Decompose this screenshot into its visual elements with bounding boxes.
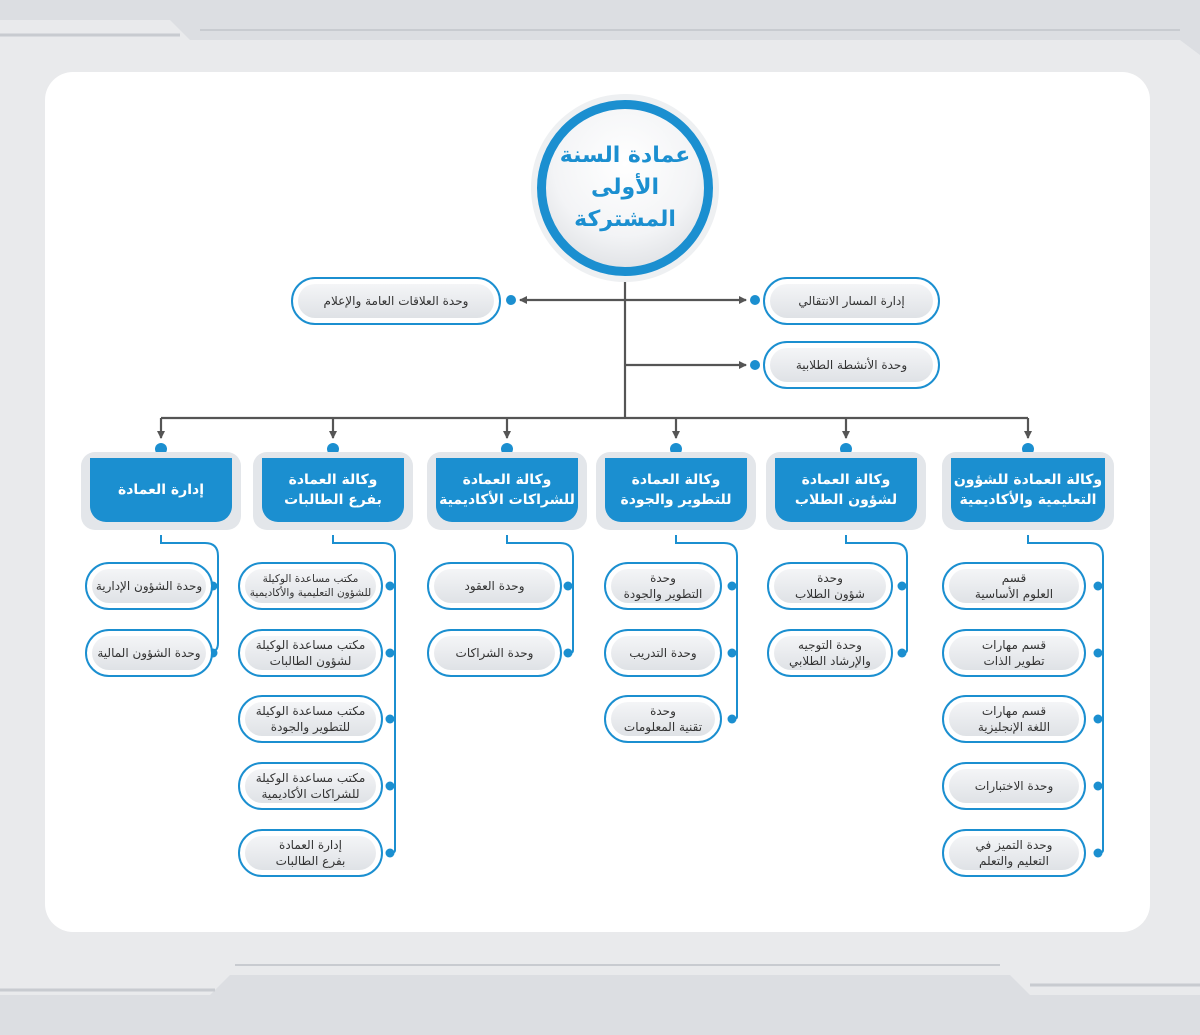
column-header-partnerships: وكالة العمادة للشراكات الأكاديمية	[427, 452, 587, 530]
unit-box: مكتب مساعدة الوكيلة للشراكات الأكاديمية	[238, 762, 383, 810]
unit-label: وحدة العقود	[464, 579, 525, 593]
unit-label: وحدة التدريب	[629, 646, 697, 660]
unit-student-activities: وحدة الأنشطة الطلابية	[763, 341, 940, 389]
unit-label: وحدة الأنشطة الطلابية	[795, 358, 908, 372]
unit-box: مكتب مساعدة الوكيلة للشؤون التعليمية وال…	[238, 562, 383, 610]
unit-box: وحدة العقود	[427, 562, 562, 610]
unit-label: وحدة التميز في التعليم والتعلم	[975, 838, 1053, 868]
unit-label: وحدة تقنية المعلومات	[623, 704, 703, 734]
unit-transition-path: إدارة المسار الانتقالي	[763, 277, 940, 325]
unit-box: وحدة الشراكات	[427, 629, 562, 677]
column-header-text: وكالة العمادة للشراكات الأكاديمية	[439, 472, 575, 508]
unit-box: قسم مهارات تطوير الذات	[942, 629, 1086, 677]
column-header-text: وكالة العمادة بفرع الطالبات	[284, 472, 382, 508]
unit-label: مكتب مساعدة الوكيلة لشؤون الطالبات	[255, 638, 366, 668]
unit-label: قسم مهارات اللغة الإنجليزية	[977, 704, 1051, 734]
root-title: عمادة السنة الأولى المشتركة	[559, 143, 691, 232]
unit-label: إدارة العمادة بفرع الطالبات	[275, 838, 346, 868]
unit-label: مكتب مساعدة الوكيلة للتطوير والجودة	[255, 704, 366, 734]
unit-label: وحدة الشراكات	[455, 646, 534, 660]
unit-box: وحدة الشؤون المالية	[85, 629, 213, 677]
unit-box: وحدة التدريب	[604, 629, 722, 677]
unit-box: وحدة الاختبارات	[942, 762, 1086, 810]
unit-box: وحدة التوجيه والإرشاد الطلابي	[767, 629, 893, 677]
unit-label: وحدة الشؤون الإدارية	[95, 579, 203, 593]
column-header-text: إدارة العمادة	[117, 482, 205, 498]
unit-box: قسم مهارات اللغة الإنجليزية	[942, 695, 1086, 743]
unit-label: وحدة العلاقات العامة والإعلام	[323, 294, 469, 308]
column-header-deanship-admin: إدارة العمادة	[81, 452, 241, 530]
unit-box: مكتب مساعدة الوكيلة لشؤون الطالبات	[238, 629, 383, 677]
unit-box: مكتب مساعدة الوكيلة للتطوير والجودة	[238, 695, 383, 743]
column-header-text: وكالة العمادة لشؤون الطلاب	[794, 472, 898, 508]
unit-label: قسم مهارات تطوير الذات	[981, 638, 1047, 668]
column-header-academic-affairs: وكالة العمادة للشؤون التعليمية والأكاديم…	[942, 452, 1114, 530]
column-header-text: وكالة العمادة للشؤون التعليمية والأكاديم…	[953, 472, 1103, 508]
column-header-student-affairs: وكالة العمادة لشؤون الطلاب	[766, 452, 926, 530]
unit-label: مكتب مساعدة الوكيلة للشراكات الأكاديمية	[255, 771, 366, 801]
root-node: عمادة السنة الأولى المشتركة	[537, 100, 713, 276]
unit-label: وحدة التوجيه والإرشاد الطلابي	[789, 638, 871, 668]
unit-box: وحدة تقنية المعلومات	[604, 695, 722, 743]
unit-public-relations: وحدة العلاقات العامة والإعلام	[291, 277, 501, 325]
unit-box: وحدة الشؤون الإدارية	[85, 562, 213, 610]
unit-box: وحدة شؤون الطلاب	[767, 562, 893, 610]
column-header-female-branch: وكالة العمادة بفرع الطالبات	[253, 452, 413, 530]
unit-box: وحدة التميز في التعليم والتعلم	[942, 829, 1086, 877]
unit-label: وحدة الاختبارات	[974, 779, 1054, 793]
column-header-text: وكالة العمادة للتطوير والجودة	[620, 472, 732, 508]
unit-label: قسم العلوم الأساسية	[974, 571, 1054, 601]
unit-label: وحدة شؤون الطلاب	[795, 571, 865, 601]
unit-label: مكتب مساعدة الوكيلة للشؤون التعليمية وال…	[249, 573, 372, 599]
column-header-development-quality: وكالة العمادة للتطوير والجودة	[596, 452, 756, 530]
unit-box: قسم العلوم الأساسية	[942, 562, 1086, 610]
unit-label: وحدة الشؤون المالية	[97, 646, 201, 660]
unit-label: وحدة التطوير والجودة	[623, 571, 703, 601]
unit-box: وحدة التطوير والجودة	[604, 562, 722, 610]
unit-label: إدارة المسار الانتقالي	[798, 294, 905, 308]
unit-box: إدارة العمادة بفرع الطالبات	[238, 829, 383, 877]
